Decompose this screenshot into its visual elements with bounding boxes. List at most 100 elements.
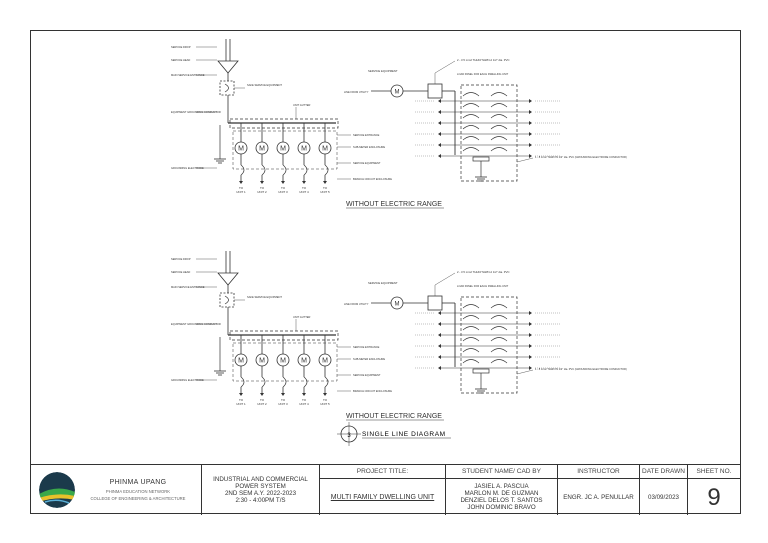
student-2: MARLON M. DE GUZMAN bbox=[464, 490, 539, 497]
main-meter-symbol: M bbox=[395, 302, 400, 308]
arrow-icon bbox=[529, 132, 532, 136]
service-head-icon bbox=[217, 60, 239, 74]
arrow-icon bbox=[438, 355, 441, 359]
breaker-icon bbox=[282, 376, 287, 388]
arrow-icon bbox=[438, 333, 441, 337]
date-drawn: 03/09/2023 bbox=[648, 493, 679, 501]
unit-label: UNIT 5 bbox=[320, 190, 330, 194]
left-label: SERVICE DROP bbox=[171, 45, 191, 49]
load-panel-box bbox=[460, 296, 518, 394]
unit-label-to: TO bbox=[323, 398, 328, 402]
arrow-icon bbox=[529, 121, 532, 125]
service-equipment-label: SERVICE EQUIPMENT bbox=[368, 281, 398, 285]
breaker-icon bbox=[490, 359, 508, 364]
instructor-name: ENGR. JC A. PENULLAR bbox=[563, 493, 634, 501]
main-disconnect-box bbox=[219, 292, 235, 308]
leader-line bbox=[434, 60, 456, 74]
right-label: SERVICE EQUIPMENT bbox=[353, 161, 381, 165]
breaker-icon bbox=[303, 376, 308, 388]
meter-enclosure bbox=[232, 342, 338, 382]
course-line-2: POWER SYSTEM bbox=[235, 482, 286, 490]
breaker-icon bbox=[490, 125, 508, 130]
unit-label: UNIT 1 bbox=[236, 402, 246, 406]
student-4: JOHN DOMINIC BRAVO bbox=[467, 504, 536, 511]
breaker-icon bbox=[462, 348, 480, 353]
breaker-icon bbox=[490, 326, 508, 331]
project-title: MULTI FAMILY DWELLING UNIT bbox=[330, 493, 435, 501]
meter-symbol: M bbox=[301, 146, 307, 153]
course-line-4: 2:30 - 4:00PM T/S bbox=[235, 496, 286, 504]
school-name: PHINMA UPANG bbox=[109, 479, 167, 486]
date-head: DATE DRAWN bbox=[640, 465, 687, 479]
arrow-icon bbox=[281, 393, 285, 396]
left-label: MAIN SERVICE ENTRANCE bbox=[171, 73, 205, 77]
arrow-icon bbox=[438, 132, 441, 136]
left-label: GROUNDING ELECTRODE bbox=[171, 378, 204, 382]
service-equipment-box bbox=[427, 83, 443, 99]
breaker-icon bbox=[462, 326, 480, 331]
arrow-icon bbox=[302, 181, 306, 184]
school-logo-icon bbox=[39, 472, 75, 508]
meter-symbol: M bbox=[259, 146, 265, 153]
breaker-icon bbox=[324, 376, 329, 388]
right-label: SERVICE ENTRANCE bbox=[353, 345, 380, 349]
leader-line bbox=[516, 157, 534, 163]
unit-label: UNIT 5 bbox=[320, 402, 330, 406]
student-3: DENZIEL DELOS T. SANTOS bbox=[460, 497, 543, 504]
leader-line bbox=[434, 272, 456, 286]
breaker-icon bbox=[490, 304, 508, 309]
unit-label: UNIT 4 bbox=[299, 190, 309, 194]
title-block: PHINMA UPANG PHINMA EDUCATION NETWORK CO… bbox=[31, 464, 740, 515]
feeder-label: 2 - 3.5 mm2 THHN/THWN-2 1/2" dia. PVC bbox=[457, 58, 510, 62]
breaker-icon bbox=[462, 125, 480, 130]
breaker-icon bbox=[240, 376, 245, 388]
diagram-caption: WITHOUT ELECTRIC RANGE bbox=[346, 413, 442, 420]
unit-label: UNIT 4 bbox=[299, 402, 309, 406]
right-label: SERVICE EQUIPMENT bbox=[353, 373, 381, 377]
arrow-icon bbox=[438, 99, 441, 103]
meter-symbol: M bbox=[238, 358, 244, 365]
gutter-box bbox=[229, 118, 339, 129]
right-label: UNIT GUTTER bbox=[293, 315, 311, 319]
breaker-icon bbox=[490, 147, 508, 152]
left-label: GROUNDING ELECTRODE bbox=[171, 166, 204, 170]
breaker-icon bbox=[490, 315, 508, 320]
arrow-icon bbox=[260, 393, 264, 396]
right-label: SUB-METER ENCLOSURE bbox=[353, 357, 385, 361]
breaker-icon bbox=[462, 359, 480, 364]
unit-label-to: TO bbox=[239, 186, 244, 190]
breaker-icon bbox=[282, 164, 287, 176]
panel-title: LOAD PANEL FOR EACH DWELLING UNIT bbox=[457, 284, 509, 288]
arrow-icon bbox=[438, 110, 441, 114]
arrow-icon bbox=[529, 355, 532, 359]
left-label: MAIN SERVICE ENTRANCE bbox=[171, 285, 205, 289]
unit-label-to: TO bbox=[281, 186, 286, 190]
right-label: BRANCH CIRCUIT ENCLOSURE bbox=[353, 177, 392, 181]
students-cell: STUDENT NAME/ CAD BY JASIEL A. PASCUA MA… bbox=[445, 465, 557, 515]
main-meter-symbol: M bbox=[395, 90, 400, 96]
breaker-icon bbox=[261, 376, 266, 388]
instructor-cell: INSTRUCTOR ENGR. JC A. PENULLAR bbox=[557, 465, 639, 515]
student-1: JASIEL A. PASCUA bbox=[474, 483, 529, 490]
left-label: EQUIPMENT GROUNDING CONDUCTOR bbox=[171, 110, 221, 114]
school-sub1: PHINMA EDUCATION NETWORK bbox=[105, 489, 171, 494]
unit-label-to: TO bbox=[302, 398, 307, 402]
meter-enclosure bbox=[232, 130, 338, 170]
footer-title: SINGLE LINE DIAGRAM bbox=[362, 431, 446, 438]
left-label: SERVICE DROP bbox=[171, 257, 191, 261]
arrow-icon bbox=[239, 393, 243, 396]
meter-symbol: M bbox=[322, 358, 328, 365]
breaker-icon bbox=[462, 92, 480, 97]
arrow-icon bbox=[529, 333, 532, 337]
arrow-icon bbox=[438, 121, 441, 125]
breaker-icon bbox=[462, 147, 480, 152]
arrow-icon bbox=[323, 181, 327, 184]
gutter-box bbox=[229, 330, 339, 341]
breaker-icon bbox=[462, 315, 480, 320]
breaker-icon bbox=[462, 304, 480, 309]
arrow-icon bbox=[239, 181, 243, 184]
right-label: SUB-METER ENCLOSURE bbox=[353, 145, 385, 149]
meter-symbol: M bbox=[280, 146, 286, 153]
